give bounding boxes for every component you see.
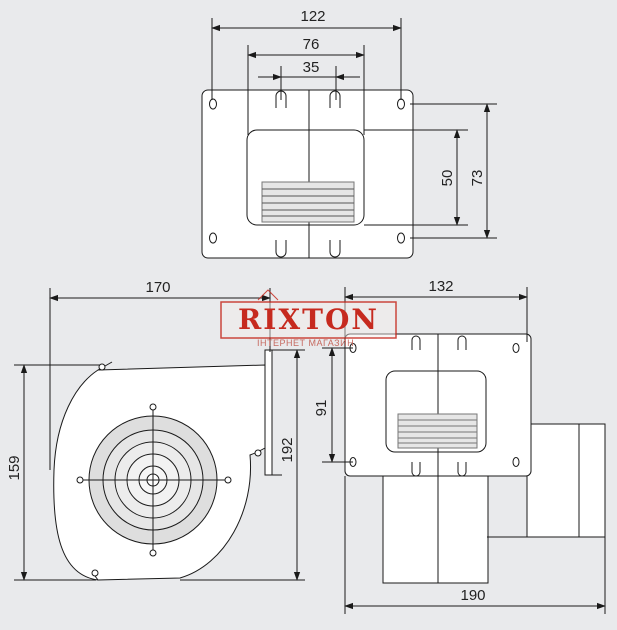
front-view-dimension-lines: [322, 287, 606, 614]
dim-50: 50: [439, 170, 456, 187]
dim-73: 73: [469, 170, 486, 187]
dim-159: 159: [6, 455, 23, 480]
top-view-flange: [201, 89, 414, 259]
top-view-damper-lines: [261, 181, 355, 223]
dim-170: 170: [145, 279, 170, 296]
dim-192: 192: [279, 437, 296, 462]
front-view-body: [344, 333, 606, 584]
dim-76: 76: [303, 36, 320, 53]
dim-35: 35: [303, 59, 320, 76]
dim-132: 132: [428, 278, 453, 295]
watermark-subtitle: ІНТЕРНЕТ МАГАЗИН: [257, 338, 355, 348]
dim-190: 190: [460, 587, 485, 604]
side-view-motor-face: [76, 363, 262, 577]
dim-91: 91: [313, 400, 330, 417]
dim-122: 122: [300, 8, 325, 25]
watermark-frame: [220, 289, 397, 339]
watermark-logo: RIXTON ІНТЕРНЕТ МАГАЗИН: [221, 302, 396, 348]
top-view-dimension-lines: [211, 18, 497, 239]
front-view-damper-lines: [397, 413, 478, 449]
watermark-brand: RIXTON: [238, 303, 379, 336]
side-view-dimension-lines: [14, 288, 305, 581]
